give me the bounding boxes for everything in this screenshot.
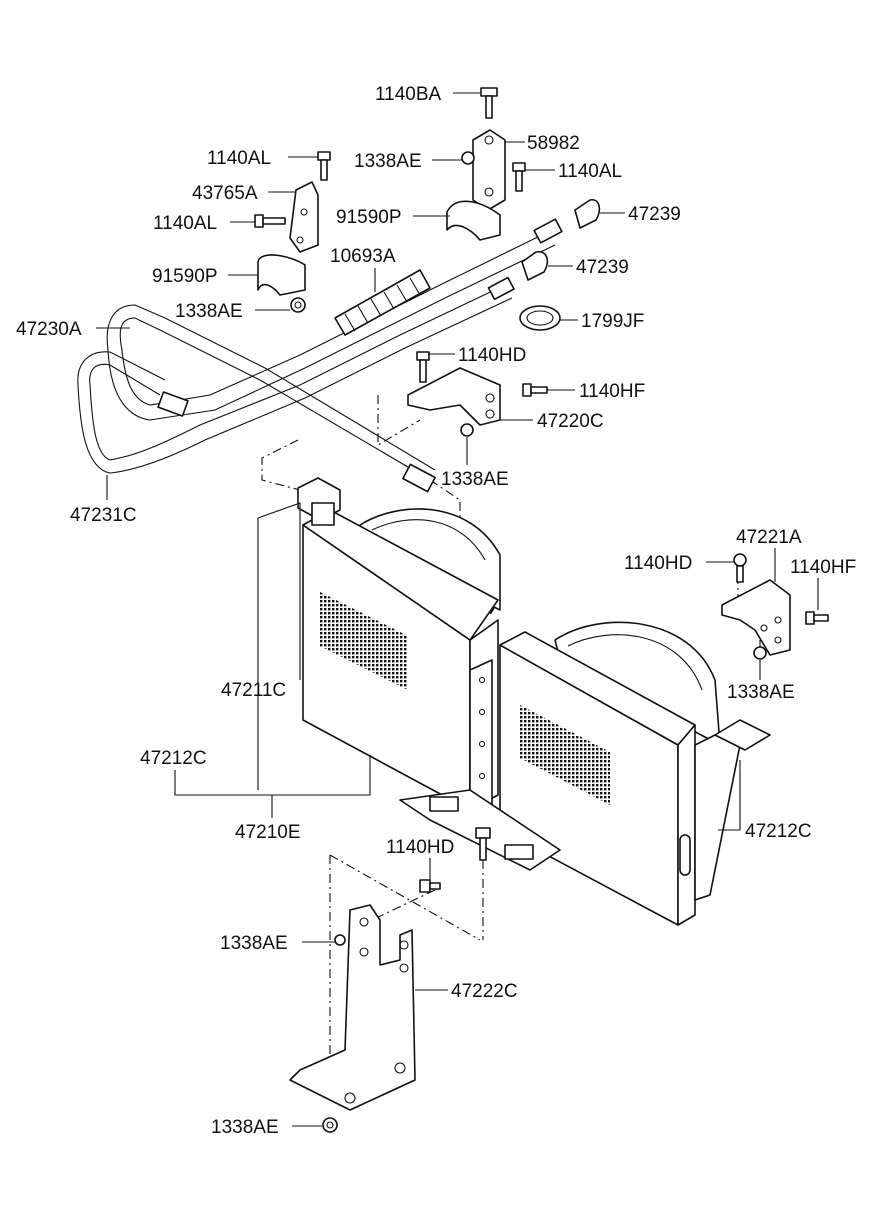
callout-91590p-lower: 91590P xyxy=(152,266,218,287)
callout-1799jf: 1799JF xyxy=(581,311,644,332)
callout-1140hd-lower: 1140HD xyxy=(386,837,454,858)
callout-47221a: 47221A xyxy=(736,527,802,548)
callout-47212c-left: 47212C xyxy=(140,748,207,769)
bolt-1140al-left xyxy=(254,214,286,228)
callout-47239-upper: 47239 xyxy=(628,204,681,225)
callout-10693a: 10693A xyxy=(330,246,396,267)
bracket-47222c xyxy=(289,904,416,1111)
bolt-1140hd-lower xyxy=(475,827,491,861)
callout-labels: 1140BA 58982 1338AE 1140AL 1140AL 43765A… xyxy=(16,84,856,1138)
hose-10693a xyxy=(334,269,431,336)
callout-47220c: 47220C xyxy=(537,411,604,432)
callout-47210e: 47210E xyxy=(235,822,301,843)
bolt-1140hd-upper xyxy=(416,351,430,383)
elbow-47239-lower xyxy=(521,251,549,281)
nut-1338ae-bracket xyxy=(334,934,346,946)
callout-1338ae-bracket: 1338AE xyxy=(220,933,288,954)
callout-1338ae-left: 1338AE xyxy=(175,301,243,322)
callout-1140hf-right: 1140HF xyxy=(790,557,856,578)
nut-1338ae-right xyxy=(753,646,767,660)
callout-1338ae-bottom: 1338AE xyxy=(211,1117,279,1138)
callout-91590p-upper: 91590P xyxy=(336,207,402,228)
bracket-43765a xyxy=(289,181,319,253)
bolt-1140hf-right xyxy=(805,611,829,625)
callout-1140al-top: 1140AL xyxy=(207,148,271,169)
cooler-assembly xyxy=(297,477,771,926)
callout-58982: 58982 xyxy=(527,133,580,154)
hose-47230a xyxy=(106,231,556,481)
callout-1140hd-right: 1140HD xyxy=(624,553,692,574)
bracket-47221a xyxy=(721,579,791,656)
nut-1338ae-left xyxy=(290,297,306,313)
hose-47231c xyxy=(77,284,513,474)
bolt-1140hf-upper xyxy=(522,383,548,397)
callout-47231c: 47231C xyxy=(70,505,137,526)
bolt-1140ba xyxy=(480,87,498,119)
callout-47239-lower: 47239 xyxy=(576,257,629,278)
nut-1338ae-bottom xyxy=(322,1117,338,1133)
callout-1338ae-top: 1338AE xyxy=(354,151,422,172)
bolt-1140al-right xyxy=(512,162,526,192)
clamp-1799jf xyxy=(519,305,561,331)
leader-lines xyxy=(96,92,819,1127)
callout-1140ba: 1140BA xyxy=(375,84,442,105)
bolt-1140al-top xyxy=(317,151,331,181)
callout-47222c: 47222C xyxy=(451,981,518,1002)
callout-47230a: 47230A xyxy=(16,319,82,340)
nut-1338ae-top xyxy=(461,151,475,165)
bracket-47220c xyxy=(407,367,501,426)
elbow-47239-upper xyxy=(574,199,601,229)
clamp-91590p-upper xyxy=(446,200,501,241)
nut-1338ae-mid xyxy=(460,423,474,437)
callout-1140hd-upper: 1140HD xyxy=(458,345,526,366)
bolt-1140hd-bracket xyxy=(419,879,441,893)
callout-1140hf-upper: 1140HF xyxy=(579,381,645,402)
callout-47211c: 47211C xyxy=(221,680,286,701)
callout-1140al-left: 1140AL xyxy=(153,213,217,234)
bracket-58982 xyxy=(472,129,506,211)
callout-47212c-right: 47212C xyxy=(745,821,812,842)
clamp-91590p-lower xyxy=(257,254,306,296)
callout-1338ae-mid: 1338AE xyxy=(441,469,509,490)
callout-1338ae-right: 1338AE xyxy=(727,682,795,703)
callout-1140al-right: 1140AL xyxy=(558,161,622,182)
bolt-1140hd-right xyxy=(733,553,747,583)
callout-43765a: 43765A xyxy=(192,183,258,204)
